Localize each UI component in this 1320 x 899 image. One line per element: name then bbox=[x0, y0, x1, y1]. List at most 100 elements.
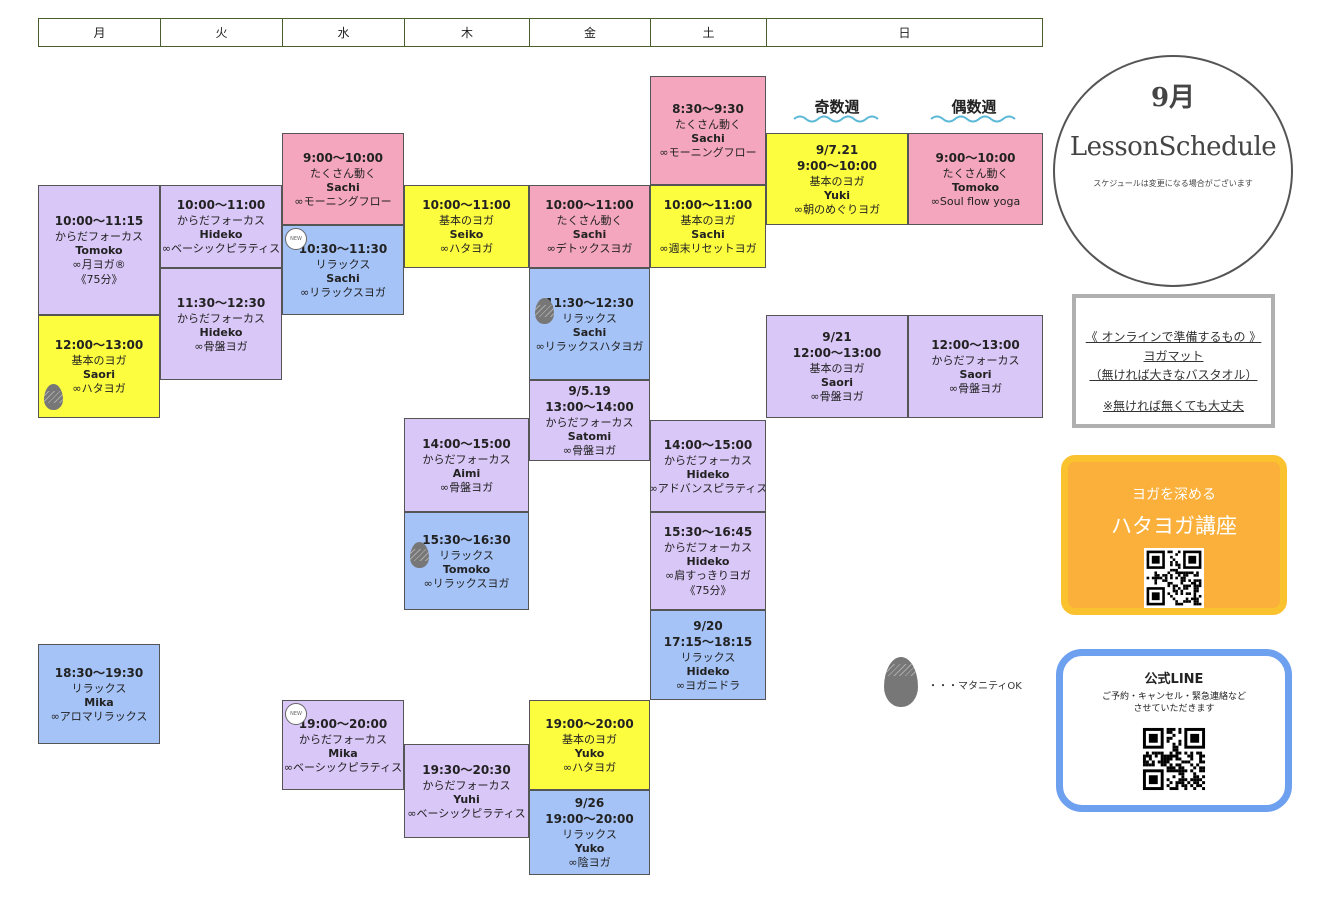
lesson-course: ∞リラックスヨガ bbox=[300, 285, 386, 299]
lesson-category: たくさん動く bbox=[942, 166, 1009, 180]
lesson-category: リラックス bbox=[680, 650, 736, 664]
lesson-time: 12:00～13:00 bbox=[54, 338, 144, 352]
lesson-time: 19:30～20:30 bbox=[422, 762, 511, 777]
lesson-instructor: Saori bbox=[959, 368, 992, 381]
lesson-category: からだフォーカス bbox=[545, 416, 634, 429]
lesson-category: 基本のヨガ bbox=[809, 362, 865, 375]
lesson-time: 10:00～11:00 bbox=[176, 198, 266, 212]
lesson-instructor: Sachi bbox=[572, 228, 607, 241]
lesson-time: 9:00～10:00 bbox=[796, 158, 878, 173]
lesson-instructor: Yuko bbox=[574, 842, 605, 855]
lesson-course: ∞アロマリラックス bbox=[50, 709, 148, 723]
lesson-category: リラックス bbox=[562, 828, 617, 841]
lesson-time: 11:30～12:30 bbox=[176, 295, 266, 310]
official-line-desc-2: させていただきます bbox=[1133, 704, 1215, 714]
lesson-course: ∞モーニングフロー bbox=[294, 194, 392, 208]
lesson-course: ∞骨盤ヨガ bbox=[439, 480, 494, 494]
maternity-egg-icon bbox=[44, 384, 63, 410]
lesson-time: 8:30～9:30 bbox=[672, 102, 744, 116]
official-line-box[interactable]: 公式LINE ご予約・キャンセル・緊急連絡など させていただきます bbox=[1056, 649, 1292, 812]
lesson-course: ∞ベーシックピラティス bbox=[407, 806, 526, 820]
day-header-mon: 月 bbox=[38, 18, 160, 47]
lesson-category: リラックス bbox=[71, 681, 127, 695]
lesson-instructor: Saori bbox=[82, 368, 116, 381]
schedule-title: LessonSchedule bbox=[1069, 132, 1277, 162]
lesson-category: リラックス bbox=[562, 311, 617, 325]
official-line-desc-1: ご予約・キャンセル・緊急連絡など bbox=[1101, 692, 1246, 702]
lesson-category: からだフォーカス bbox=[55, 230, 143, 243]
lesson-time: 9:00～10:00 bbox=[935, 150, 1016, 165]
lesson-duration-note: 《75分》 bbox=[75, 273, 123, 286]
lesson-time: 10:00～11:15 bbox=[54, 214, 144, 228]
maternity-egg-icon bbox=[535, 298, 554, 324]
online-prep-mat: ヨガマット bbox=[1143, 349, 1204, 363]
lesson-instructor: Tomoko bbox=[442, 562, 491, 576]
lesson-time: 19:00～20:00 bbox=[545, 716, 634, 731]
day-header-wed: 水 bbox=[282, 18, 404, 47]
day-header-tue: 火 bbox=[160, 18, 282, 47]
lesson-time: 14:00～15:00 bbox=[422, 436, 511, 451]
hatha-course-banner[interactable]: ヨガを深める ハタヨガ講座 bbox=[1061, 455, 1287, 615]
lesson-instructor: Sachi bbox=[326, 180, 360, 194]
lesson-instructor: Hideko bbox=[199, 228, 243, 241]
lesson-instructor: Sachi bbox=[326, 271, 360, 285]
lesson-instructor: Hideko bbox=[686, 555, 730, 568]
lesson-category: 基本のヨガ bbox=[71, 354, 127, 367]
lesson-instructor: Yuki bbox=[823, 188, 851, 202]
lesson-time: 19:00～20:00 bbox=[298, 716, 388, 731]
lesson-course: ∞ハタヨガ bbox=[562, 760, 617, 774]
maternity-egg-icon bbox=[410, 542, 429, 568]
online-prep-towel: （無ければ大きなバスタオル） bbox=[1089, 368, 1258, 382]
schedule-note: スケジュールは変更になる場合がございます bbox=[1093, 179, 1253, 188]
hatha-course-title: ハタヨガ講座 bbox=[1111, 514, 1237, 538]
line-qr-code-icon[interactable] bbox=[1140, 725, 1208, 793]
lesson-course: ∞陰ヨガ bbox=[568, 856, 611, 869]
hatha-qr-code-icon[interactable] bbox=[1144, 548, 1204, 608]
odd-week-label: 奇数週 bbox=[814, 98, 860, 116]
lesson-date: 9/20 bbox=[693, 618, 723, 633]
lesson-instructor: Mika bbox=[84, 695, 114, 709]
lesson-category: からだフォーカス bbox=[422, 778, 511, 792]
lesson-instructor: Hideko bbox=[686, 664, 730, 678]
lesson-instructor: Yuhi bbox=[453, 792, 480, 806]
lesson-time: 12:00～13:00 bbox=[792, 346, 882, 360]
lesson-course: ∞ベーシックピラティス bbox=[161, 242, 281, 255]
lesson-instructor: Sachi bbox=[691, 228, 725, 241]
lesson-course: ∞アドバンスピラティス bbox=[650, 481, 766, 495]
month-label: 9月 bbox=[1150, 83, 1196, 113]
lesson-course: ∞ヨガニドラ bbox=[675, 678, 741, 692]
lesson-category: 基本のヨガ bbox=[562, 732, 617, 746]
lesson-instructor: Mika bbox=[328, 746, 358, 760]
lesson-duration-note: 《75分》 bbox=[684, 584, 732, 597]
day-header-thu: 木 bbox=[404, 18, 529, 47]
lesson-category: からだフォーカス bbox=[299, 732, 387, 746]
lesson-time: 10:00～11:00 bbox=[422, 198, 511, 212]
lesson-time: 10:00～11:00 bbox=[545, 198, 634, 212]
lesson-instructor: Seiko bbox=[449, 228, 484, 241]
lesson-course: ∞骨盤ヨガ bbox=[562, 444, 617, 457]
online-prep-box: 《 オンラインで準備するもの 》 ヨガマット （無ければ大きなバスタオル） ※無… bbox=[1072, 294, 1275, 428]
